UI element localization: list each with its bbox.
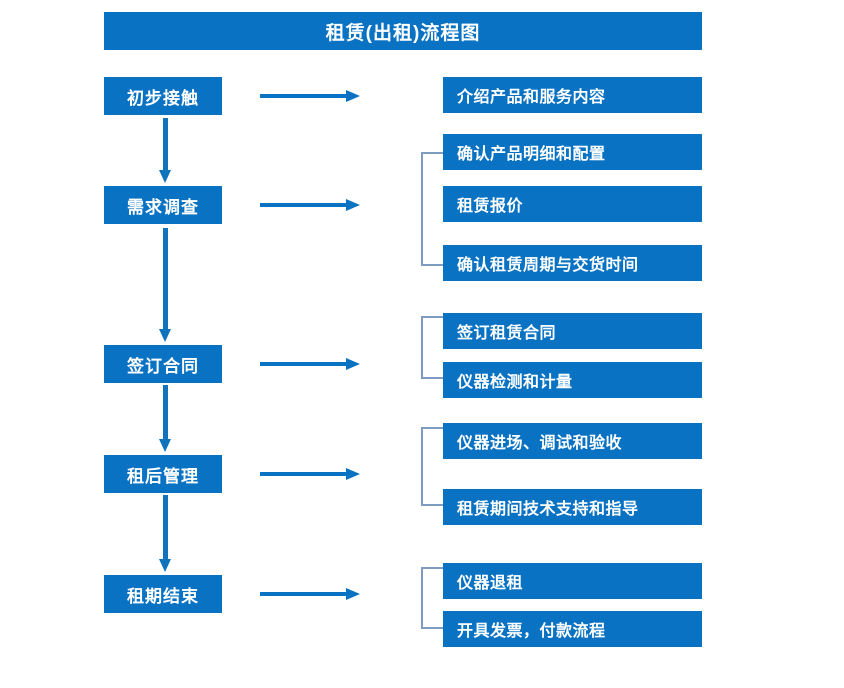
group-bracket-5 <box>421 567 443 629</box>
detail-box-10[interactable]: 开具发票，付款流程 <box>443 611 702 647</box>
detail-box-5[interactable]: 签订租赁合同 <box>443 313 702 349</box>
horizontal-arrow-5 <box>260 586 364 602</box>
vertical-arrow-4 <box>157 495 173 573</box>
detail-box-2[interactable]: 确认产品明细和配置 <box>443 134 702 170</box>
group-bracket-4 <box>421 427 443 506</box>
horizontal-arrow-3 <box>260 356 364 372</box>
detail-box-7[interactable]: 仪器进场、调试和验收 <box>443 423 702 459</box>
detail-box-6[interactable]: 仪器检测和计量 <box>443 362 702 398</box>
stage-box-2[interactable]: 需求调查 <box>104 186 222 224</box>
group-bracket-2 <box>421 152 443 266</box>
detail-box-1[interactable]: 介绍产品和服务内容 <box>443 77 702 113</box>
group-bracket-3 <box>421 316 443 379</box>
horizontal-arrow-4 <box>260 466 364 482</box>
page-title: 租赁(出租)流程图 <box>104 12 702 50</box>
vertical-arrow-2 <box>157 228 173 343</box>
detail-box-9[interactable]: 仪器退租 <box>443 563 702 599</box>
detail-box-8[interactable]: 租赁期间技术支持和指导 <box>443 489 702 525</box>
horizontal-arrow-1 <box>260 88 364 104</box>
stage-box-5[interactable]: 租期结束 <box>104 575 222 613</box>
vertical-arrow-3 <box>157 385 173 453</box>
vertical-arrow-1 <box>157 118 173 184</box>
stage-box-4[interactable]: 租后管理 <box>104 455 222 493</box>
stage-box-3[interactable]: 签订合同 <box>104 345 222 383</box>
detail-box-4[interactable]: 确认租赁周期与交货时间 <box>443 245 702 281</box>
horizontal-arrow-2 <box>260 197 364 213</box>
detail-box-3[interactable]: 租赁报价 <box>443 186 702 222</box>
stage-box-1[interactable]: 初步接触 <box>104 77 222 115</box>
